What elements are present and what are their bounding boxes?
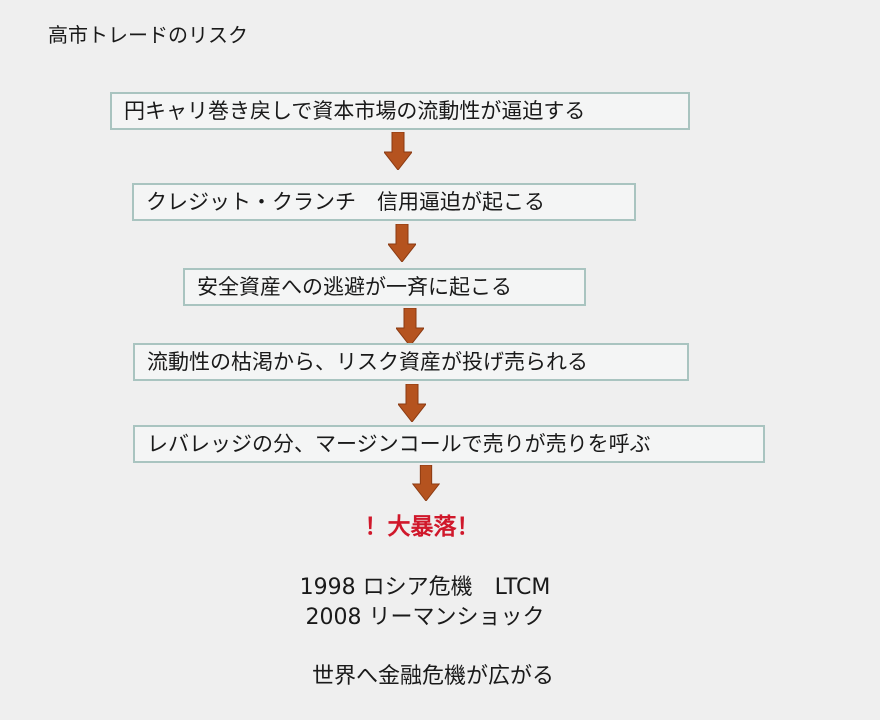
step-box-5: レバレッジの分、マージンコールで売りが売りを呼ぶ xyxy=(133,425,765,463)
example-1998: 1998 ロシア危機 LTCM xyxy=(299,575,551,600)
example-2008: 2008 リーマンショック xyxy=(305,605,545,630)
conclusion-text: 世界へ金融危機が広がる xyxy=(311,664,554,689)
step-box-2: クレジット・クランチ 信用逼迫が起こる xyxy=(132,183,636,221)
down-arrow-icon xyxy=(388,224,416,262)
down-arrow-icon xyxy=(396,308,424,346)
step-box-4: 流動性の枯渇から、リスク資産が投げ売られる xyxy=(133,343,689,381)
slide-title: 高市トレードのリスク xyxy=(48,23,248,47)
step-box-3: 安全資産への逃避が一斉に起こる xyxy=(183,268,586,306)
down-arrow-icon xyxy=(398,384,426,422)
down-arrow-icon xyxy=(384,132,412,170)
down-arrow-icon xyxy=(412,465,440,501)
step-box-1: 円キャリ巻き戻しで資本市場の流動性が逼迫する xyxy=(110,92,690,130)
crash-label: ！大暴落！ xyxy=(364,514,480,540)
